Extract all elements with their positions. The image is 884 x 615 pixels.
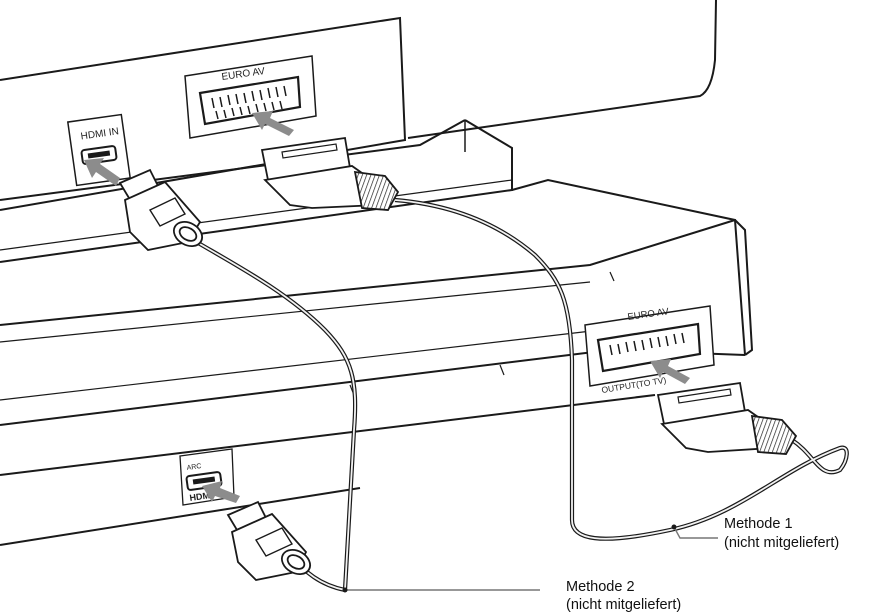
- scart-plug-right: [656, 381, 798, 455]
- tv-scart-port: EURO AV: [184, 55, 317, 139]
- leader-dot-method2: [342, 587, 348, 593]
- arrow-hdmi-tv: [84, 158, 120, 186]
- arrow-scart-tv: [252, 111, 294, 136]
- hdmi-plug-top: [118, 168, 204, 251]
- leader-method1: [673, 526, 718, 539]
- arrow-hdmi-receiver: [202, 481, 240, 503]
- tv-hdmi-port: HDMI IN: [66, 113, 132, 187]
- receiver-arc-label: ARC: [186, 463, 202, 472]
- hdmi-plug-bottom: [226, 500, 312, 581]
- method2-note: (nicht mitgeliefert): [566, 597, 682, 613]
- scart-plug-top: [260, 136, 400, 211]
- leader-dot-method1: [671, 524, 677, 530]
- scart-cable: [394, 197, 849, 541]
- tv-hdmi-label: HDMI IN: [80, 126, 120, 142]
- method1-note: (nicht mitgeliefert): [724, 535, 840, 551]
- method2-title: Methode 2: [566, 579, 635, 595]
- arrow-scart-receiver: [650, 359, 690, 384]
- method1-title: Methode 1: [724, 516, 793, 532]
- receiver-scart-port: EURO AV OUTPUT(TO TV): [584, 305, 715, 395]
